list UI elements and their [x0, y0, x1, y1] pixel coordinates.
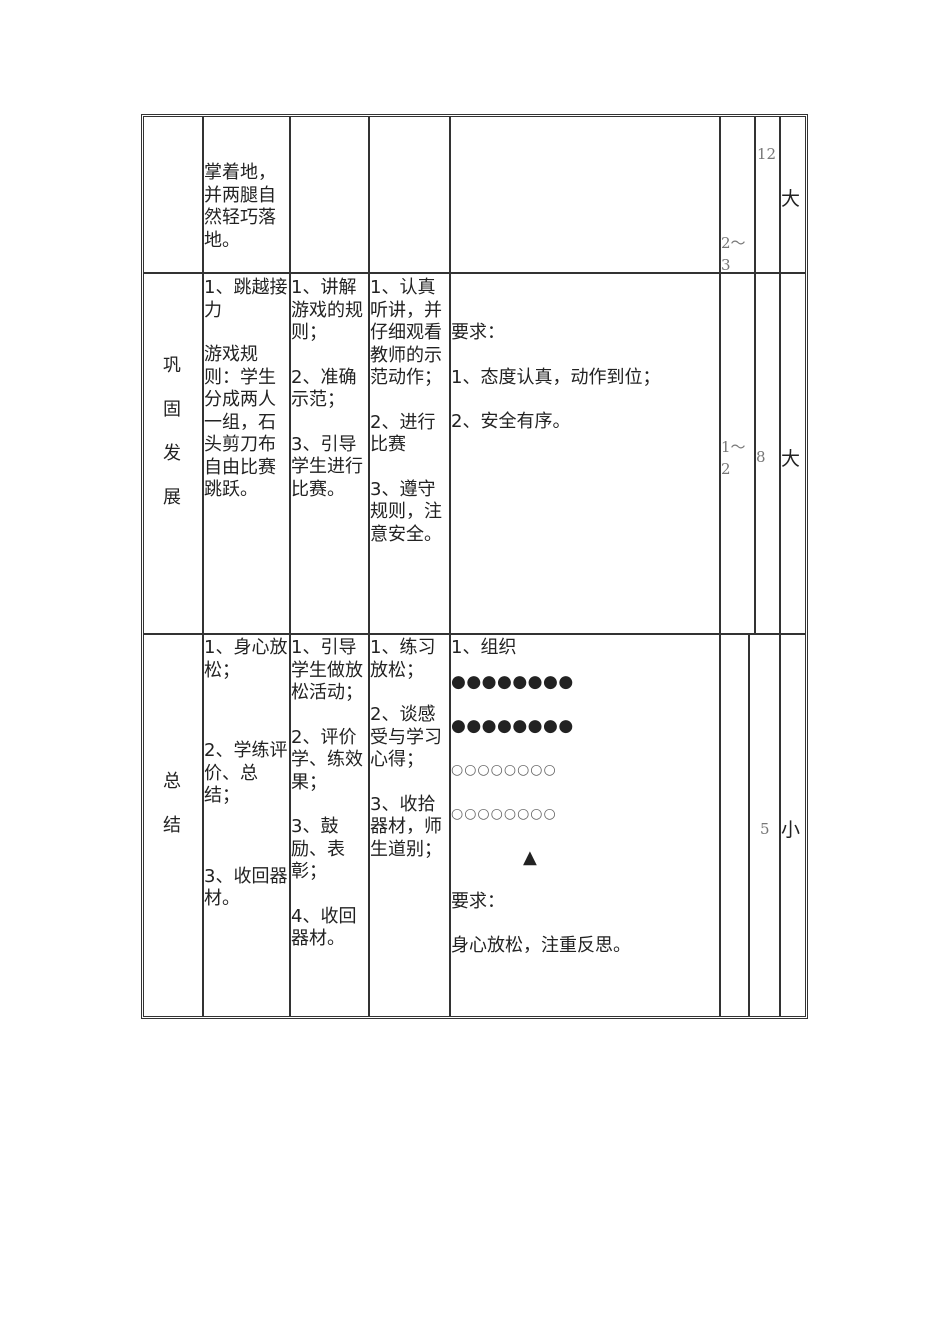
row2-times: 1～2 — [721, 438, 746, 478]
row2-teacher: 1、讲解游戏的规则； 2、准确示范； 3、引导学生进行比赛。 — [291, 277, 363, 500]
row3-organization: 1、组织 ●●●●●●●● ●●●●●●●● ○○○○○○○○ ○○○○○○○○… — [451, 637, 716, 968]
student-formation-row: ●●●●●●●● — [451, 671, 574, 692]
row1-content: 掌着地，并两腿自然轻巧落地。 — [204, 162, 288, 252]
column-divider — [449, 117, 451, 1016]
row3-student: 1、练习放松； 2、谈感受与学习心得； 3、收拾器材，师生道别； — [370, 637, 442, 860]
row2-content-title: 1、跳越接力 — [204, 277, 288, 321]
row3-stage: 总 结 — [163, 771, 181, 836]
column-divider — [748, 634, 750, 1016]
teacher-position-marker: ▲ — [523, 846, 537, 868]
row3-content: 1、身心放松； 2、学练评价、总结； 3、收回器材。 — [204, 637, 288, 909]
row3-intensity: 小 — [781, 819, 801, 841]
student-formation-row: ○○○○○○○○ — [451, 761, 557, 778]
column-divider — [779, 117, 781, 1016]
column-divider — [719, 117, 721, 1016]
row1-times: 2～3 — [721, 234, 746, 274]
row-divider — [144, 633, 805, 635]
row2-content: 1、跳越接力 游戏规则：学生分成两人一组，石头剪刀布自由比赛跳跃。 — [204, 277, 290, 502]
column-divider — [289, 117, 291, 1016]
requirements-text: 身心放松，注重反思。 — [451, 934, 631, 956]
student-formation-row: ●●●●●●●● — [451, 715, 574, 736]
row1-intensity: 大 — [781, 188, 801, 210]
student-formation-row: ○○○○○○○○ — [451, 805, 557, 822]
row2-requirements: 要求： 1、态度认真，动作到位； 2、安全有序。 — [451, 322, 661, 432]
row2-student: 1、认真听讲，并仔细观看教师的示范动作； 2、进行比赛 3、遵守规则，注意安全。 — [370, 277, 442, 545]
row2-game-rules: 游戏规则：学生分成两人一组，石头剪刀布自由比赛跳跃。 — [204, 344, 276, 500]
row2-stage: 巩 固 发 展 — [163, 355, 181, 508]
organization-title: 1、组织 — [451, 637, 517, 658]
row-divider — [144, 272, 805, 274]
row3-teacher: 1、引导学生做放松活动； 2、评价学、练效果； 3、鼓励、表彰； 4、收回器材。 — [291, 637, 363, 949]
row3-duration: 5 — [760, 820, 770, 838]
requirements-title: 要求： — [451, 890, 505, 912]
row1-duration: 12 — [757, 145, 777, 163]
column-divider — [368, 117, 370, 1016]
column-divider — [754, 117, 756, 634]
row1-content-text: 掌着地，并两腿自然轻巧落地。 — [204, 162, 276, 251]
row2-duration: 8 — [756, 448, 766, 466]
column-divider — [202, 117, 204, 1016]
row2-intensity: 大 — [781, 448, 801, 470]
lesson-plan-table — [141, 114, 808, 1019]
